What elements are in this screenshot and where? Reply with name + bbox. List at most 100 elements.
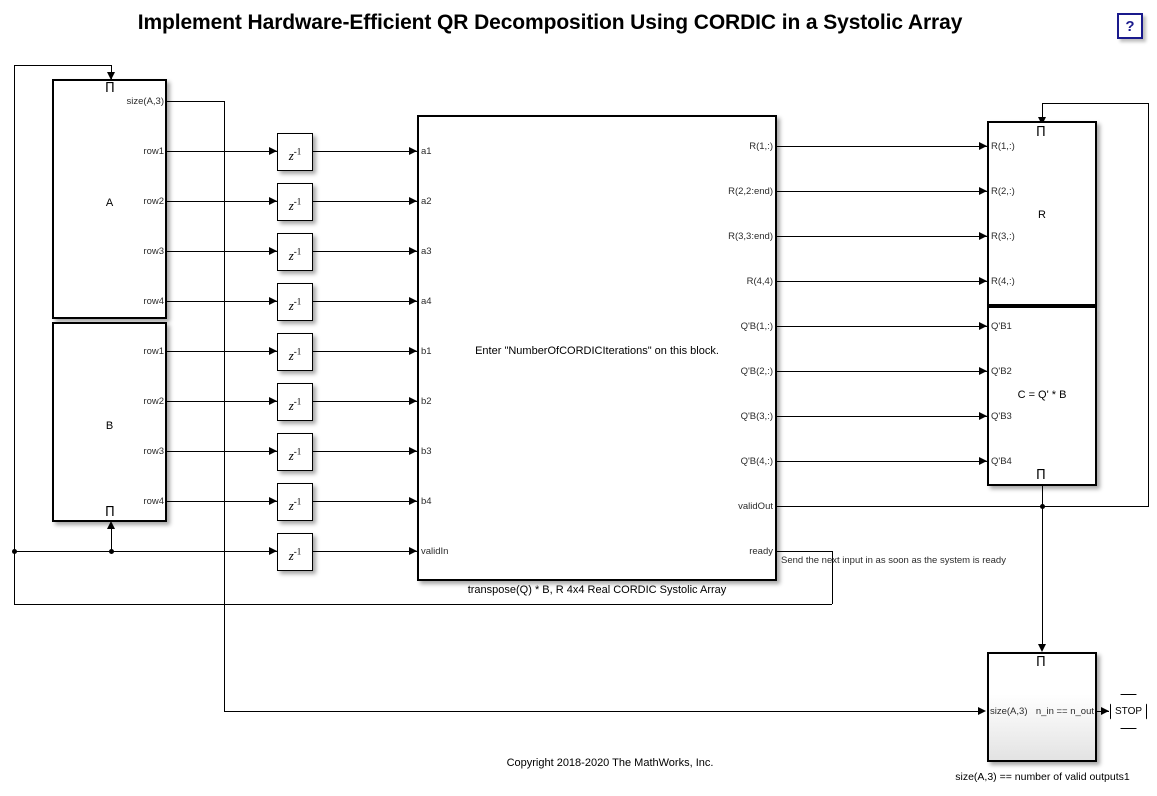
port-label-b-row1: row1 [143, 346, 164, 357]
port-label-c-4: Q'B4 [991, 456, 1012, 467]
arrow-in-a1 [409, 147, 417, 155]
help-button[interactable]: ? [1117, 13, 1143, 39]
arrow-qb2 [979, 367, 987, 375]
arrow-a-row4 [269, 297, 277, 305]
arrow-stop [1101, 707, 1109, 715]
port-label-out-qb4: Q'B(4,:) [740, 456, 773, 467]
port-label-in-b3: b3 [421, 446, 432, 457]
wire-out-qb2 [777, 371, 987, 372]
systolic-array-block[interactable]: Enter "NumberOfCORDICIterations" on this… [417, 115, 777, 581]
trigger-icon-a: Π [105, 81, 115, 96]
port-label-in-b4: b4 [421, 496, 432, 507]
delay-block-a3[interactable]: z-1 [277, 233, 313, 271]
port-label-check-out: n_in == n_out [1035, 706, 1094, 717]
port-label-in-b2: b2 [421, 396, 432, 407]
wire-b-row2 [167, 401, 277, 402]
arrow-check-trigger [1038, 644, 1046, 652]
copyright-text: Copyright 2018-2020 The MathWorks, Inc. [506, 757, 714, 769]
block-a-label: A [105, 197, 114, 209]
delay-label-a2: z-1 [288, 197, 302, 214]
port-label-c-1: Q'B1 [991, 321, 1012, 332]
port-label-r-1: R(1,:) [991, 141, 1015, 152]
junction-dot-validin-left [12, 549, 17, 554]
wire-validout-right-up [1148, 103, 1149, 506]
source-block-b[interactable]: B [52, 322, 167, 522]
delay-block-b4[interactable]: z-1 [277, 483, 313, 521]
delay-label-a3: z-1 [288, 247, 302, 264]
port-label-a-row4: row4 [143, 296, 164, 307]
port-label-in-a2: a2 [421, 196, 432, 207]
arrow-a-row3 [269, 247, 277, 255]
wire-out-r1 [777, 146, 987, 147]
arrow-in-validin [409, 547, 417, 555]
delay-block-a4[interactable]: z-1 [277, 283, 313, 321]
arrow-r1 [979, 142, 987, 150]
delay-label-b4: z-1 [288, 497, 302, 514]
port-label-c-3: Q'B3 [991, 411, 1012, 422]
valid-count-check-block[interactable] [987, 652, 1097, 762]
wire-ready-out [777, 551, 832, 552]
arrow-qb4 [979, 457, 987, 465]
arrow-r3 [979, 232, 987, 240]
delay-block-b3[interactable]: z-1 [277, 433, 313, 471]
wire-out-qb4 [777, 461, 987, 462]
wire-ready-down [832, 551, 833, 604]
port-label-in-a1: a1 [421, 146, 432, 157]
sink-block-c[interactable]: C = Q' * B [987, 306, 1097, 486]
wire-b-trigger-vertical [111, 527, 112, 551]
block-r-label: R [1038, 209, 1046, 221]
arrow-qb3 [979, 412, 987, 420]
port-label-out-validout: validOut [738, 501, 773, 512]
port-label-b-row3: row3 [143, 446, 164, 457]
wire-sizea-top [167, 101, 225, 102]
arrow-b-trigger [107, 521, 115, 529]
wire-validout-top [1042, 103, 1148, 104]
block-c-label: C = Q' * B [1017, 389, 1067, 401]
trigger-icon-b: Π [105, 505, 115, 520]
wire-out-qb3 [777, 416, 987, 417]
port-label-b-row4: row4 [143, 496, 164, 507]
arrow-in-b4 [409, 497, 417, 505]
wire-feedback-top-horizontal [14, 65, 111, 66]
port-label-c-2: Q'B2 [991, 366, 1012, 377]
port-label-in-a3: a3 [421, 246, 432, 257]
block-b-label: B [105, 420, 114, 432]
delay-block-b2[interactable]: z-1 [277, 383, 313, 421]
wire-feedback-bottom-horizontal [14, 604, 832, 605]
port-label-out-r2: R(2,2:end) [728, 186, 773, 197]
port-label-a-size: size(A,3) [126, 96, 164, 107]
delay-block-b1[interactable]: z-1 [277, 333, 313, 371]
sink-block-r[interactable]: R [987, 121, 1097, 306]
arrow-b-row1 [269, 347, 277, 355]
delay-label-b3: z-1 [288, 447, 302, 464]
arrow-in-b2 [409, 397, 417, 405]
trigger-icon-r: Π [1036, 125, 1046, 140]
port-label-out-r4: R(4,4) [746, 276, 773, 287]
trigger-icon-check: Π [1036, 655, 1046, 670]
junction-dot-validin-b-trigger [109, 549, 114, 554]
delay-block-a2[interactable]: z-1 [277, 183, 313, 221]
stop-block[interactable]: STOP [1110, 694, 1147, 729]
wire-validout-to-check-trigger [1042, 506, 1043, 646]
source-block-a[interactable]: A [52, 79, 167, 319]
wire-sizea-vertical [224, 101, 225, 711]
arrow-in-a3 [409, 247, 417, 255]
port-label-in-a4: a4 [421, 296, 432, 307]
wire-out-qb1 [777, 326, 987, 327]
wire-validin-rail [14, 551, 277, 552]
ready-annotation: Send the next input in as soon as the sy… [781, 555, 1006, 566]
wire-delay-validin-out [313, 551, 417, 552]
port-label-out-ready: ready [749, 546, 773, 557]
port-label-in-b1: b1 [421, 346, 432, 357]
arrow-b-row2 [269, 397, 277, 405]
systolic-array-note: Enter "NumberOfCORDICIterations" on this… [475, 345, 719, 357]
delay-block-a1[interactable]: z-1 [277, 133, 313, 171]
delay-block-validin[interactable]: z-1 [277, 533, 313, 571]
wire-b-row3 [167, 451, 277, 452]
wire-a-row3 [167, 251, 277, 252]
arrow-in-b3 [409, 447, 417, 455]
wire-delay-b2-out [313, 401, 417, 402]
wire-feedback-left-vertical [14, 65, 15, 604]
arrow-b-row3 [269, 447, 277, 455]
